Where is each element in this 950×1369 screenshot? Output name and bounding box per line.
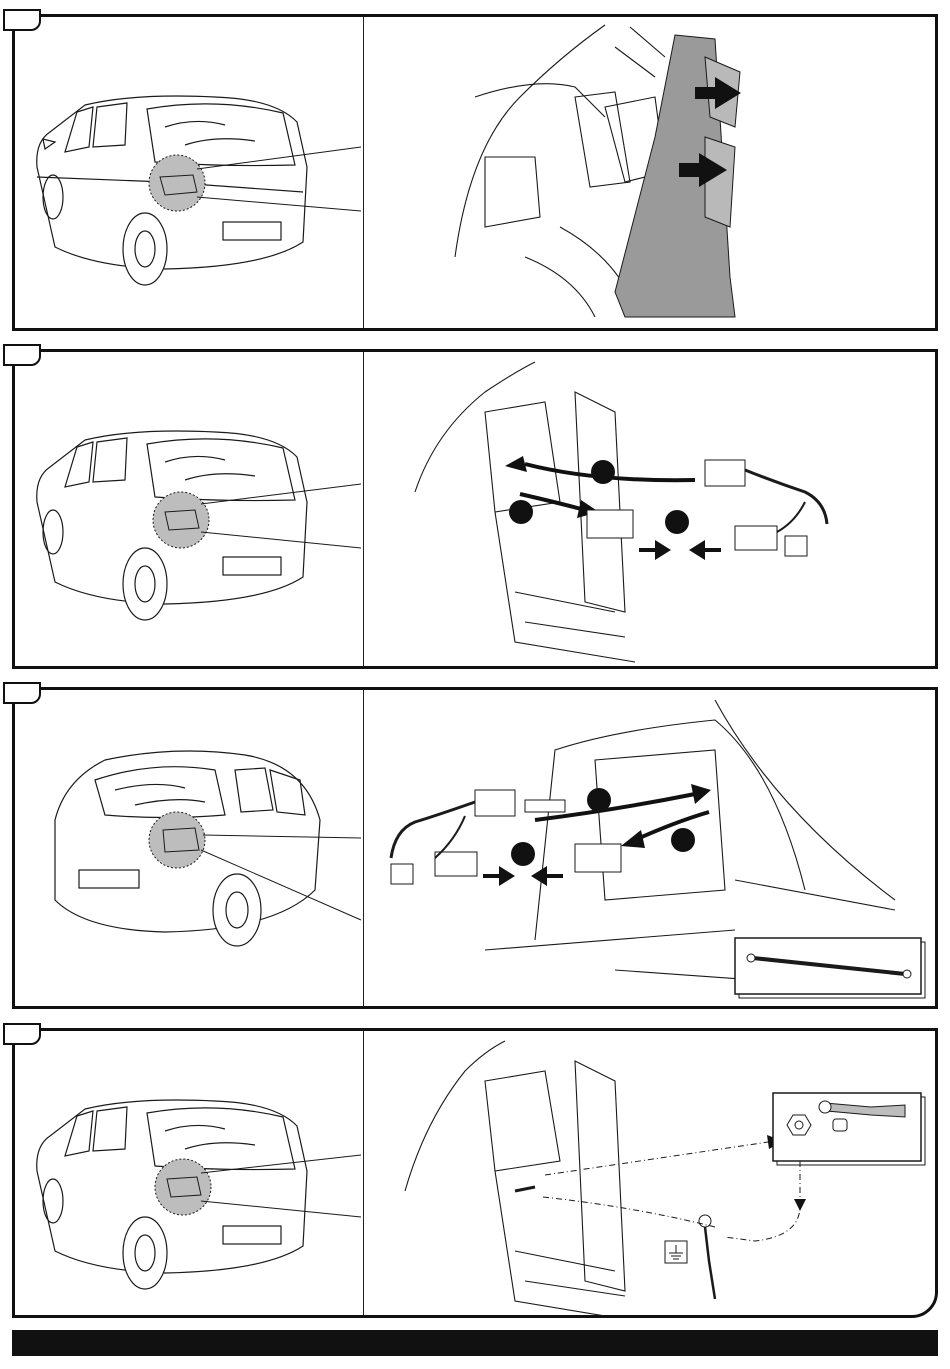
harness-plug-upper bbox=[475, 790, 515, 816]
step-3-illustration bbox=[15, 690, 938, 1009]
step-2-panel bbox=[12, 349, 938, 669]
taillight-highlight bbox=[149, 812, 205, 868]
ground-cable-inset bbox=[735, 938, 925, 998]
dash-line-lower bbox=[543, 1197, 715, 1227]
hardware-inset bbox=[773, 1093, 925, 1165]
step-2-illustration bbox=[15, 352, 938, 669]
step-marker-c bbox=[671, 828, 695, 852]
step-1-tab bbox=[3, 9, 41, 31]
ring-terminal-icon bbox=[699, 1215, 715, 1299]
dash-line-drop bbox=[725, 1161, 800, 1241]
socket-icon bbox=[833, 1119, 847, 1131]
step-marker-c bbox=[665, 510, 689, 534]
step-marker-a bbox=[591, 460, 615, 484]
reference-box bbox=[785, 536, 807, 556]
step-4-illustration bbox=[15, 1031, 938, 1318]
ground-symbol-icon bbox=[665, 1241, 687, 1263]
step-3-tab bbox=[3, 682, 41, 704]
harness-plug-lower bbox=[735, 526, 777, 550]
step-3-panel bbox=[12, 687, 938, 1009]
step-marker-a bbox=[587, 788, 611, 812]
reference-box bbox=[391, 864, 413, 884]
join-arrow-left bbox=[639, 540, 671, 560]
step-1-panel bbox=[12, 14, 938, 331]
step-1-illustration bbox=[15, 17, 938, 331]
harness-plug-lower bbox=[435, 852, 477, 876]
footer-bar bbox=[12, 1330, 938, 1356]
step-4-panel bbox=[12, 1028, 938, 1318]
vehicle-connector bbox=[575, 844, 621, 872]
ground-point bbox=[515, 1187, 535, 1191]
taillight-highlight bbox=[153, 492, 209, 548]
taillight-highlight bbox=[155, 1159, 211, 1215]
step-2-tab bbox=[3, 344, 41, 366]
join-arrow-right bbox=[531, 866, 563, 886]
harness-plug-upper bbox=[705, 460, 745, 486]
step-marker-b bbox=[511, 842, 535, 866]
join-arrow-left bbox=[483, 866, 515, 886]
trunk-interior-icon bbox=[405, 1041, 635, 1318]
step-marker-b bbox=[509, 500, 533, 524]
step-4-tab bbox=[3, 1023, 41, 1045]
join-arrow-right bbox=[689, 540, 721, 560]
taillight-highlight bbox=[149, 155, 205, 211]
bracket-part bbox=[525, 800, 565, 812]
vehicle-connector bbox=[587, 510, 633, 538]
